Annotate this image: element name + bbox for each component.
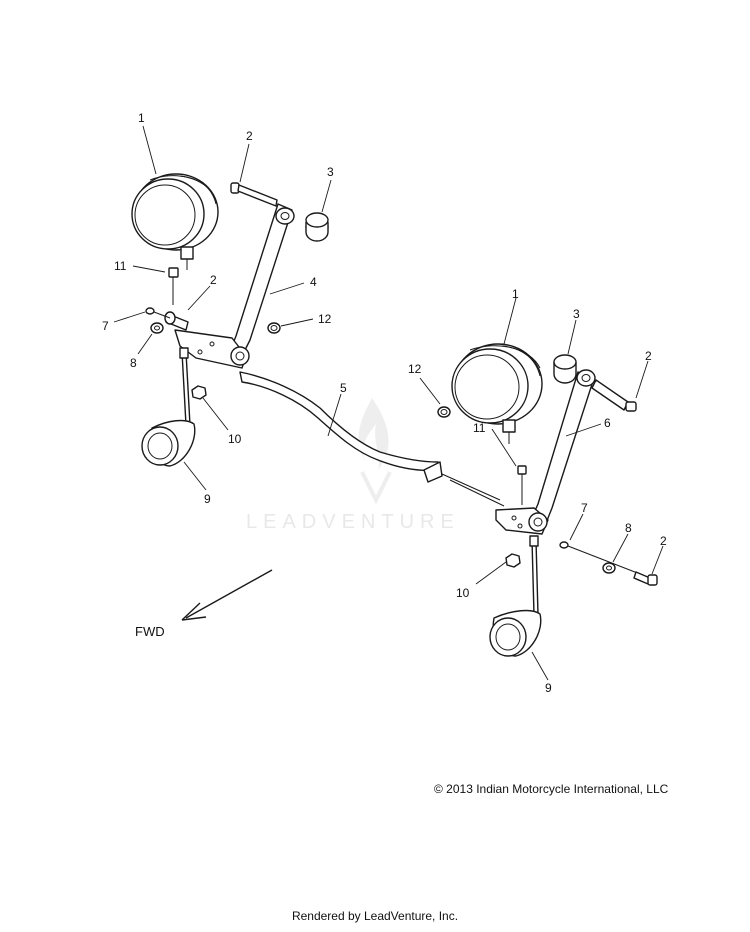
callout-8-left: 8 — [130, 356, 137, 370]
callout-2-lower-right: 2 — [660, 534, 667, 548]
callout-labels: 1 2 3 4 11 2 7 12 8 10 9 5 1 3 2 12 6 11… — [102, 111, 667, 695]
callout-11-right: 11 — [473, 421, 486, 435]
callout-1-right: 1 — [512, 287, 519, 301]
callout-9-left: 9 — [204, 492, 211, 506]
callout-9-right: 9 — [545, 681, 552, 695]
bushing-left — [305, 212, 329, 242]
crossbar — [239, 371, 505, 507]
nut-10-right — [505, 553, 521, 568]
callout-11-left: 11 — [114, 259, 127, 273]
callout-10-left: 10 — [228, 432, 242, 446]
leader-lines — [113, 125, 664, 681]
bracket-arm-right — [495, 369, 596, 535]
bolt-mid-left — [164, 311, 189, 331]
callout-5: 5 — [340, 381, 347, 395]
callout-7-left: 7 — [102, 319, 109, 333]
copyright-notice: © 2013 Indian Motorcycle International, … — [434, 782, 669, 796]
callout-2-mid-left: 2 — [210, 273, 217, 287]
callout-4: 4 — [310, 275, 317, 289]
callout-8-right: 8 — [625, 521, 632, 535]
callout-2-top-left: 2 — [246, 129, 253, 143]
screw-7-left — [145, 307, 171, 319]
turn-signal-left — [141, 347, 196, 467]
bolt-lower-right — [633, 571, 658, 586]
footer-credit: Rendered by LeadVenture, Inc. — [291, 909, 459, 923]
forward-arrow-icon — [181, 569, 273, 621]
bracket-arm-left — [174, 203, 295, 369]
nut-10-left — [191, 385, 207, 400]
nut-8-right — [602, 562, 616, 574]
screw-7-right — [559, 541, 641, 575]
callout-12-left: 12 — [318, 312, 332, 326]
turn-signal-right — [489, 535, 542, 657]
bolt-11-right — [517, 465, 527, 505]
headlight-right — [451, 343, 543, 444]
bushing-right — [553, 354, 577, 384]
callout-3-left: 3 — [327, 165, 334, 179]
grommet-12-right — [437, 406, 451, 418]
headlight-left — [131, 173, 219, 270]
bolt-top-left — [230, 182, 278, 207]
watermark-text: LEADVENTURE — [246, 511, 460, 533]
callout-1-left: 1 — [138, 111, 145, 125]
direction-label: FWD — [135, 624, 165, 639]
callout-3-right: 3 — [573, 307, 580, 321]
watermark-v-mark — [360, 471, 392, 505]
callout-10-right: 10 — [456, 586, 470, 600]
callout-2-top-right: 2 — [645, 349, 652, 363]
callout-12-right: 12 — [408, 362, 422, 376]
nut-8-left — [150, 322, 164, 334]
bolt-11-left — [168, 267, 179, 305]
bolt-top-right — [591, 379, 637, 412]
grommet-12-left — [267, 322, 281, 334]
callout-7-right: 7 — [581, 501, 588, 515]
callout-6: 6 — [604, 416, 611, 430]
